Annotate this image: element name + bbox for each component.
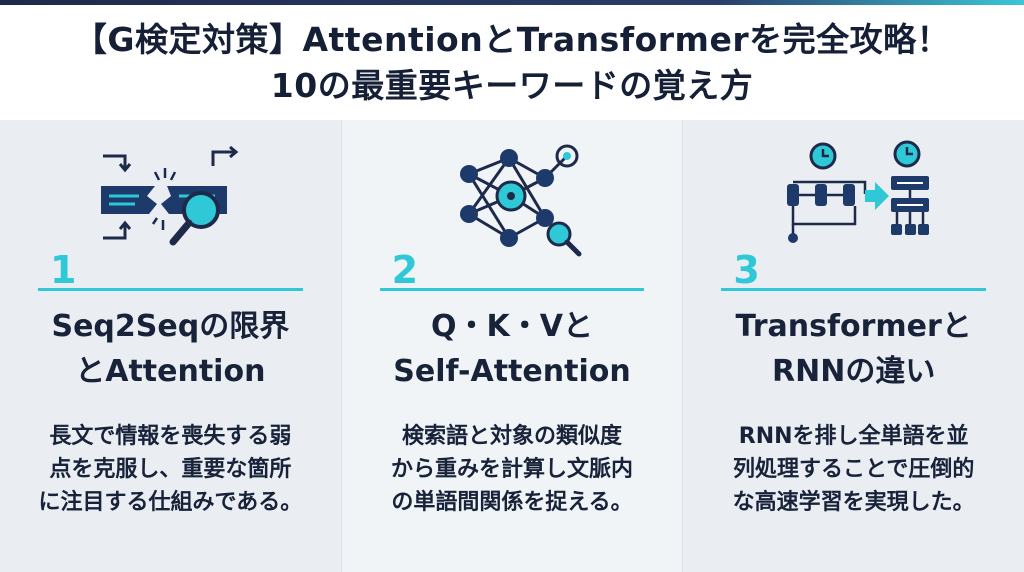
page-title-line-2: 10の最重要キーワードの覚え方 xyxy=(270,65,754,105)
sequential-vs-parallel-icon xyxy=(779,138,929,264)
card-description: RNNを排し全単語を並 列処理することで圧倒的 な高速学習を実現した。 xyxy=(732,424,975,515)
card-heading: Seq2Seqの限界 とAttention xyxy=(51,309,290,389)
page-header: 【G検定対策】AttentionとTransformerを完全攻略！ 10の最重… xyxy=(0,5,1024,120)
card-number: 3 xyxy=(733,248,760,292)
keyword-card-1: 1 Seq2Seqの限界 とAttention 長文で情報を喪失する弱 点を克服… xyxy=(0,120,341,572)
card-divider xyxy=(379,288,645,291)
card-description: 検索語と対象の類似度 から重みを計算し文脈内 の単語間関係を捉える。 xyxy=(391,424,634,515)
card-divider xyxy=(38,288,303,291)
broken-sequence-magnifier-icon xyxy=(95,138,245,264)
card-number: 2 xyxy=(391,248,419,292)
top-accent-bar xyxy=(0,0,1024,5)
card-heading: Q・K・Vと Self-Attention xyxy=(393,309,631,389)
keyword-card-2: 2 Q・K・Vと Self-Attention 検索語と対象の類似度 から重みを… xyxy=(340,120,683,572)
card-divider xyxy=(721,288,987,291)
neural-network-magnifier-icon xyxy=(437,138,587,264)
card-number: 1 xyxy=(50,248,77,292)
page-title-line-1: 【G検定対策】AttentionとTransformerを完全攻略！ xyxy=(73,19,951,59)
card-description: 長文で情報を喪失する弱 点を克服し、重要な箇所 に注目する仕組みである。 xyxy=(38,424,303,515)
keyword-card-3: 3 Transformerと RNNの違い RNNを排し全単語を並 列処理するこ… xyxy=(682,120,1024,572)
card-heading: Transformerと RNNの違い xyxy=(735,309,972,389)
keyword-cards: 1 Seq2Seqの限界 とAttention 長文で情報を喪失する弱 点を克服… xyxy=(0,120,1024,572)
